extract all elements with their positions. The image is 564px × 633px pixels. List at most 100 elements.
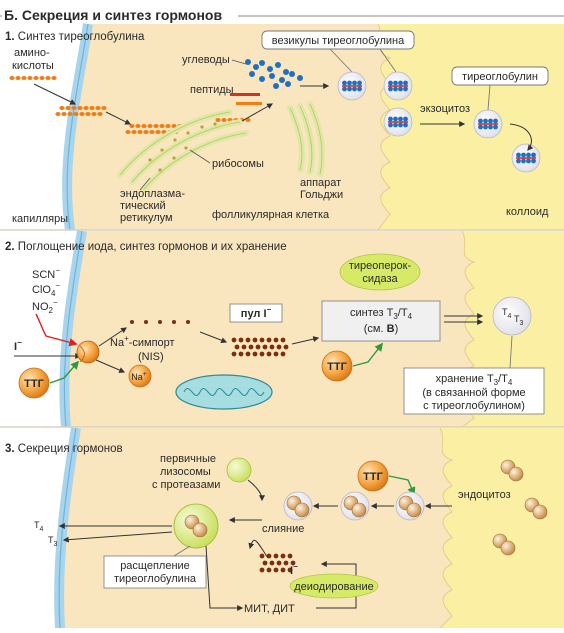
- panel-1-heading: 1. Синтез тиреоглобулина: [5, 31, 145, 43]
- peptides-label: пептиды: [190, 84, 234, 96]
- recycled-iodide-dot: [280, 553, 286, 559]
- pool-label-box: [229, 303, 283, 323]
- tsh-ball-2b: ТТГ: [321, 350, 353, 382]
- vesicles-pointer-1: [329, 48, 353, 73]
- peptide-bar: [230, 93, 260, 96]
- cleavage-pointer: [173, 545, 191, 557]
- chain-dot: [129, 124, 135, 128]
- chain-dot: [59, 106, 65, 110]
- chain-dot: [89, 106, 95, 110]
- tg-blue-dot: [342, 80, 347, 86]
- fusion-label: слияние: [262, 523, 304, 535]
- carbohydrate-dot: [273, 83, 279, 89]
- tg-blue-dot: [403, 116, 408, 122]
- iodide-pool-dots: [231, 337, 289, 357]
- peptide-bar-2: [236, 102, 262, 105]
- mitochondrion: [175, 374, 273, 410]
- tg-droplet: [524, 497, 548, 520]
- follicular-cell-label: фолликулярная клетка: [212, 209, 330, 221]
- tg-blue-dot: [488, 118, 493, 124]
- chain-dot: [101, 106, 107, 110]
- chain-dot: [245, 118, 251, 122]
- iodide-pool-dot: [262, 344, 268, 350]
- ribosomes-label: рибосомы: [212, 158, 264, 170]
- chain-dot: [91, 112, 97, 116]
- iodide-dot: [186, 320, 190, 324]
- carbohydrate-dots: [245, 59, 303, 89]
- deiodination-pill: деиодирование: [289, 573, 379, 599]
- ribosome-dot: [172, 156, 176, 160]
- tg-blue-dot: [478, 124, 483, 130]
- svg-text:Na+: Na+: [131, 371, 147, 382]
- iodide-label: I−: [14, 338, 22, 353]
- tg-blue-dot: [516, 158, 521, 164]
- ribosome-dot: [200, 125, 204, 129]
- tg-blue-dot: [342, 86, 347, 92]
- iodide-pool-dot: [238, 351, 244, 357]
- tsh-ball-3: ТТГ: [357, 460, 389, 492]
- cleavage-label-1: расщепление: [120, 560, 190, 572]
- tg-blue-dot: [521, 152, 526, 158]
- chain-dot: [65, 106, 71, 110]
- iodide-pool-dot: [280, 337, 286, 343]
- iodide-pool-dot: [241, 344, 247, 350]
- iodide-dot: [130, 320, 134, 324]
- tg-blue-dot: [493, 124, 498, 130]
- vesicles-label: везикулы тиреоглобулина: [272, 35, 405, 47]
- storage-label-3: с тиреоглобулином): [423, 400, 525, 412]
- arrow-pool-to-synthesis: [291, 336, 320, 345]
- ribosome-dot: [148, 158, 152, 162]
- page-title: Б. Секреция и синтез гормонов: [4, 7, 222, 23]
- chain-dot: [77, 106, 83, 110]
- ribosome-dot: [160, 148, 164, 152]
- amino-acid-dot: [33, 76, 39, 80]
- iodide-pool-dot: [266, 351, 272, 357]
- svg-text:сидаза: сидаза: [362, 273, 398, 285]
- tg-blue-dot: [398, 122, 403, 128]
- amino-acid-dot: [9, 76, 15, 80]
- tg-blue-dot: [531, 152, 536, 158]
- carbohydrate-dot: [253, 64, 259, 70]
- arrow-er-to-golgi: [241, 103, 274, 122]
- tg-blue-dot: [483, 118, 488, 124]
- tg-droplet: [492, 533, 516, 556]
- chain-dot: [85, 112, 91, 116]
- tg-blue-dot: [352, 80, 357, 86]
- iodide-pool-dot: [231, 351, 237, 357]
- tg-blue-dot: [526, 158, 531, 164]
- recycled-iodide-dot: [280, 567, 286, 573]
- carbohydrate-dot: [297, 75, 303, 81]
- lysosomes-label-2: лизосомы: [160, 466, 211, 478]
- recycled-iodide-dot: [276, 560, 282, 566]
- green-tsh-arrow-2b: [352, 342, 384, 367]
- tg-blue-dot: [493, 118, 498, 124]
- svg-text:T4: T4: [502, 307, 512, 320]
- tg-blue-dot: [398, 80, 403, 86]
- iodide-dots-line: [130, 320, 190, 324]
- panel-3-heading: 3. Секреция гормонов: [5, 443, 123, 455]
- svg-text:деиодирование: деиодирование: [294, 581, 374, 593]
- chain-dot: [155, 130, 161, 134]
- t4-out-label: T4: [34, 520, 44, 533]
- panel-2-heading: 2. Поглощение иода, синтез гормонов и их…: [5, 241, 287, 253]
- tg-blue-dot: [352, 86, 357, 92]
- microvilli-edge: [377, 23, 392, 231]
- no2-label: NO2−: [32, 298, 58, 315]
- carbohydrate-dot: [249, 71, 255, 77]
- svg-text:T3: T3: [514, 314, 524, 327]
- amino-acid-dot: [45, 76, 51, 80]
- iodide-pool-dot: [259, 351, 265, 357]
- chain-dot: [165, 124, 171, 128]
- recycled-iodide-dot: [269, 560, 275, 566]
- chain-dot: [71, 106, 77, 110]
- tg-red-strand: [516, 157, 536, 159]
- tg-vesicle: [383, 71, 413, 101]
- chain-dot: [83, 106, 89, 110]
- arrow-nis-to-symport: [98, 327, 127, 347]
- iodide-pool-dot: [269, 344, 275, 350]
- tg-vesicles: [337, 71, 541, 173]
- arrow-amino-to-chain: [33, 83, 77, 105]
- panel-3: 3. Секреция гормонов первичные лизосомы …: [0, 427, 564, 629]
- amino-acid-dot: [39, 76, 45, 80]
- arrow-nis-to-na: [95, 359, 126, 373]
